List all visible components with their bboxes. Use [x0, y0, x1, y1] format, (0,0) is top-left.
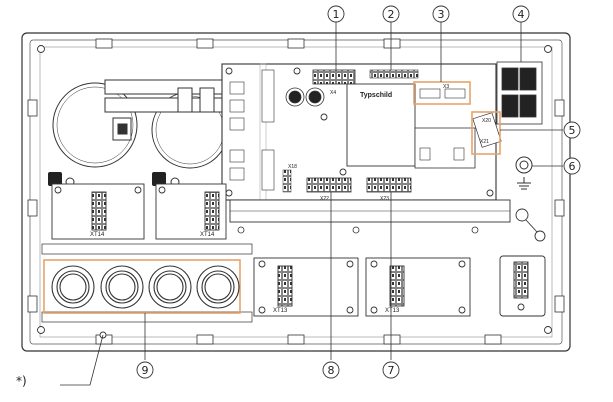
corner-screws — [37, 45, 552, 339]
callout-6: 6 — [569, 160, 576, 173]
label-x21: X21 — [480, 139, 489, 145]
label-x22: X22 — [320, 196, 329, 202]
capacitors — [285, 87, 325, 107]
callout-2: 2 — [388, 8, 395, 21]
terminal-x23 — [366, 177, 412, 193]
label-x18: X18 — [288, 164, 297, 170]
x20-x21-block — [472, 112, 502, 148]
border-clamps — [27, 38, 565, 345]
label-xt14-left: XT14 — [90, 232, 105, 238]
module-xt14-right — [155, 183, 227, 240]
label-x3: X3 — [443, 84, 449, 90]
label-xt13-right: XT13 — [385, 308, 400, 314]
label-xt14-right: XT14 — [200, 232, 215, 238]
callout-5: 5 — [569, 124, 576, 137]
label-xt13-left: XT13 — [273, 308, 288, 314]
callout-4: 4 — [518, 8, 525, 21]
cable-screw — [515, 208, 546, 242]
x3-connectors — [419, 88, 466, 99]
label-x20: X20 — [482, 118, 491, 124]
callout-1: 1 — [333, 8, 340, 21]
cable-channel — [41, 243, 253, 255]
cable-glands-highlight — [43, 259, 241, 314]
relay-column — [229, 69, 275, 191]
board-screws — [225, 67, 494, 197]
type-plate-label: Typschild — [360, 92, 392, 99]
cable-glands — [51, 265, 240, 309]
earth-terminal — [515, 156, 533, 190]
tubes — [104, 79, 226, 113]
callout-circles — [136, 5, 581, 379]
relay-block — [496, 61, 543, 125]
callout-9: 9 — [142, 364, 149, 377]
callout-3: 3 — [438, 8, 445, 21]
terminal-x22 — [306, 177, 352, 193]
module-xt14-left — [51, 183, 145, 240]
terminal-x4 — [312, 69, 356, 85]
callout-leaders — [60, 22, 563, 386]
callout-8: 8 — [328, 364, 335, 377]
module-xt13-left — [253, 257, 359, 317]
module-xt13-right — [365, 257, 471, 317]
connector-strip — [369, 69, 419, 79]
highlight-boxes — [413, 81, 501, 155]
label-x23: X23 — [380, 196, 389, 202]
motor-left — [52, 82, 138, 168]
footnote-marker: *) — [16, 374, 27, 388]
module-small-right — [499, 255, 546, 317]
callout-7: 7 — [388, 364, 395, 377]
label-x4: X4 — [330, 90, 336, 96]
type-plate — [346, 83, 416, 167]
